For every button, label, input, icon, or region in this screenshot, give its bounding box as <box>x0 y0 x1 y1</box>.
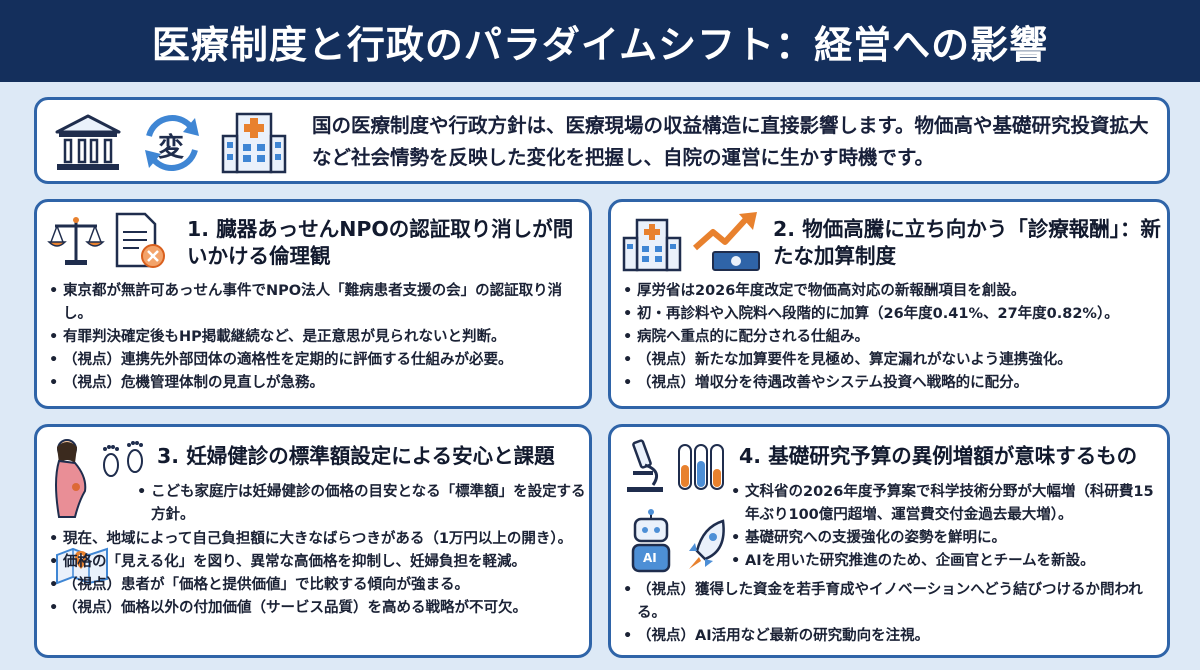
card-prenatal-checkup: 3. 妊婦健診の標準額設定による安心と課題 こども家庭庁は妊婦健診の価格の目安と… <box>34 424 592 658</box>
card-medical-fees: 2. 物価高騰に立ち向かう「診療報酬」：新たな加算制度 厚労省は2026年度改定… <box>608 199 1170 409</box>
test-tubes-icon <box>678 444 724 490</box>
hospital-icon <box>221 112 287 174</box>
intro-panel: 変 国の医療制度や行政方針は、医療現場の収益構造に直接影響します。物価高や基礎研… <box>34 97 1170 184</box>
footprints-icon <box>103 441 143 477</box>
header-banner: 医療制度と行政のパラダイムシフト：経営への影響 <box>0 0 1200 82</box>
card-3-title: 3. 妊婦健診の標準額設定による安心と課題 <box>157 444 555 468</box>
hospital-icon <box>622 218 682 272</box>
list-item: 文科省の2026年度予算案で科学技術分野が大幅増（科研費15年ぶり100億円超増… <box>731 481 1163 527</box>
list-item: 現在、地域によって自己負担額に大きなばらつきがある（1万円以上の開き）。 <box>49 528 589 551</box>
government-building-icon <box>55 114 121 170</box>
revoked-document-icon <box>115 212 165 268</box>
intro-icon-group: 変 <box>53 108 293 178</box>
list-item: （視点）価格以外の付加価値（サービス品質）を高める戦略が不可欠。 <box>49 597 589 620</box>
list-item: 病院へ重点的に配分される仕組み。 <box>623 326 1163 349</box>
card-2-title: 2. 物価高騰に立ち向かう「診療報酬」：新たな加算制度 <box>773 217 1161 268</box>
list-item: 東京都が無許可あっせん事件でNPO法人「難病患者支援の会」の認証取り消し。 <box>49 280 583 326</box>
list-item: 初・再診料や入院料へ段階的に加算（26年度0.41%、27年度0.82%）。 <box>623 303 1163 326</box>
card-4-bullets-lower: （視点）獲得した資金を若手育成やイノベーションへどう結びつけるか問われる。 （視… <box>623 579 1163 648</box>
change-cycle-icon: 変 <box>137 110 207 176</box>
scales-of-justice-icon <box>47 217 105 265</box>
list-item: 厚労省は2026年度改定で物価高対応の新報酬項目を創設。 <box>623 280 1163 303</box>
card-1-title: 1. 臓器あっせんNPOの認証取り消しが問いかける倫理観 <box>187 217 574 268</box>
list-item: 価格の「見える化」を図り、異常な高価格を抑制し、妊婦負担を軽減。 <box>49 551 589 574</box>
list-item: （視点）連携先外部団体の適格性を定期的に評価する仕組みが必要。 <box>49 349 583 372</box>
card-4-bullets-upper: 文科省の2026年度予算案で科学技術分野が大幅増（科研費15年ぶり100億円超増… <box>731 481 1163 573</box>
list-item: こども家庭庁は妊婦健診の価格の目安となる「標準額」を設定する方針。 <box>137 481 589 527</box>
list-item: （視点）新たな加算要件を見極め、算定漏れがないよう連携強化。 <box>623 349 1163 372</box>
intro-text: 国の医療制度や行政方針は、医療現場の収益構造に直接影響します。物価高や基礎研究投… <box>312 114 1149 169</box>
card-4-title: 4. 基礎研究予算の異例増額が意味するもの <box>739 444 1138 468</box>
card-3-bullets: 現在、地域によって自己負担額に大きなばらつきがある（1万円以上の開き）。 価格の… <box>49 528 589 620</box>
card-2-bullets: 厚労省は2026年度改定で物価高対応の新報酬項目を創設。 初・再診料や入院料へ段… <box>623 280 1163 395</box>
ai-robot-icon: AI <box>623 509 679 575</box>
list-item: （視点）危機管理体制の見直しが急務。 <box>49 372 583 395</box>
list-item-text: 現在、地域によって自己負担額に大きなばらつきがある（1万円以上の開き）。 <box>63 531 573 547</box>
list-item: AIを用いた研究推進のため、企画官とチームを新設。 <box>731 550 1163 573</box>
list-item: （視点）患者が「価格と提供価値」で比較する傾向が強まる。 <box>49 574 589 597</box>
list-item: （視点）獲得した資金を若手育成やイノベーションへどう結びつけるか問われる。 <box>623 579 1163 625</box>
list-item: （視点）AI活用など最新の研究動向を注視。 <box>623 625 1163 648</box>
page-title: 医療制度と行政のパラダイムシフト：経営への影響 <box>151 22 1049 67</box>
microscope-icon <box>627 439 663 492</box>
pregnant-woman-icon <box>55 439 87 518</box>
rocket-icon <box>689 519 725 569</box>
ai-label: AI <box>643 551 657 565</box>
change-glyph: 変 <box>158 133 185 163</box>
list-item: （視点）増収分を待遇改善やシステム投資へ戦略的に配分。 <box>623 372 1163 395</box>
list-item: 有罪判決確定後もHP掲載継続など、是正意思が見られないと判断。 <box>49 326 583 349</box>
card-organ-npo: 1. 臓器あっせんNPOの認証取り消しが問いかける倫理観 東京都が無許可あっせん… <box>34 199 592 409</box>
rising-price-arrow-icon <box>693 212 760 271</box>
card-research-budget: AI 4. 基礎研究予算の異例増額が意味するもの 文科省の2026年度予算案で科… <box>608 424 1170 658</box>
list-item: 基礎研究への支援強化の姿勢を鮮明に。 <box>731 527 1163 550</box>
card-3-bullets-intro: こども家庭庁は妊婦健診の価格の目安となる「標準額」を設定する方針。 <box>137 481 589 527</box>
card-1-bullets: 東京都が無許可あっせん事件でNPO法人「難病患者支援の会」の認証取り消し。 有罪… <box>49 280 583 395</box>
